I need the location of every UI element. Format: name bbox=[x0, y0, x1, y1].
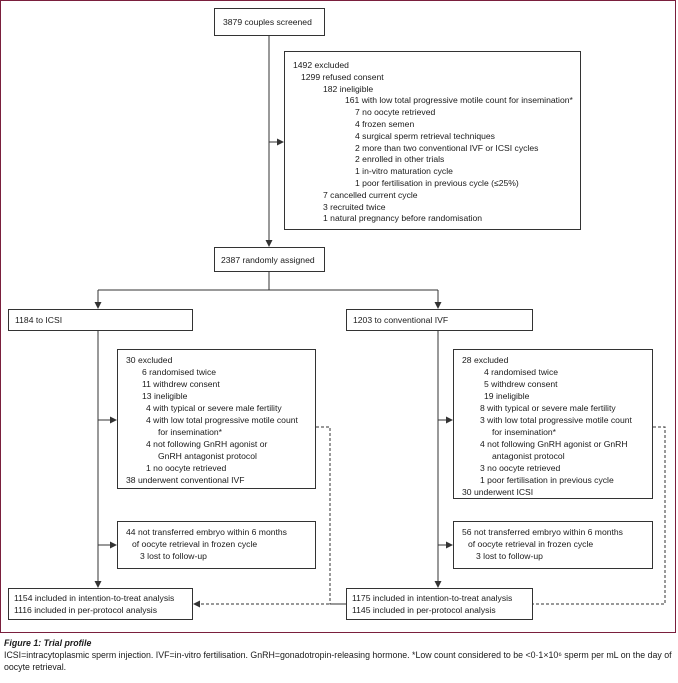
list-line: 2 enrolled in other trials bbox=[355, 154, 445, 165]
list-line: 3 lost to follow-up bbox=[476, 551, 543, 561]
list-line: 1 poor fertilisation in previous cycle (… bbox=[355, 178, 519, 188]
list-line: 11 withdrew consent bbox=[142, 379, 220, 389]
ivf-not-transferred-box: 56 not transferred embryo within 6 month… bbox=[453, 521, 653, 569]
ivf-exclusion-box: 28 excluded 4 randomised twice 5 withdrew … bbox=[453, 349, 653, 499]
list-line: 1 in-vitro maturation cycle bbox=[355, 166, 453, 177]
icsi-arm-box: 1184 to ICSI bbox=[8, 309, 193, 331]
list-line: 44 not transferred embryo within 6 month… bbox=[126, 527, 287, 537]
list-line: 4 not following GnRH agonist or bbox=[146, 439, 268, 449]
icsi-final-box: 1154 included in intention-to-treat anal… bbox=[8, 588, 193, 620]
list-line: 3 lost to follow-up bbox=[140, 551, 207, 561]
list-line: 30 underwent ICSI bbox=[462, 487, 534, 497]
randomised-box: 2387 randomly assigned bbox=[214, 247, 325, 272]
list-line: 4 with low total progressive motile coun… bbox=[146, 415, 298, 425]
list-line: 38 underwent conventional IVF bbox=[126, 475, 245, 485]
list-line: 7 cancelled current cycle bbox=[323, 189, 418, 200]
list-line: 4 with typical or severe male fertility bbox=[146, 403, 282, 413]
ivf-itt-label: 1175 included in intention-to-treat anal… bbox=[352, 593, 513, 603]
ivf-final-box: 1175 included in intention-to-treat anal… bbox=[346, 588, 533, 620]
ivf-pp-label: 1145 included in per-protocol analysis bbox=[352, 605, 496, 615]
list-line: 4 frozen semen bbox=[355, 119, 415, 129]
icsi-itt-label: 1154 included in intention-to-treat anal… bbox=[14, 593, 175, 603]
icsi-pp-label: 1116 included in per-protocol analysis bbox=[14, 605, 157, 615]
list-line: 1 poor fertilisation in previous cycle bbox=[480, 475, 614, 485]
list-line: 4 randomised twice bbox=[484, 367, 559, 377]
list-line: 3 recruited twice bbox=[323, 201, 386, 212]
dashed-crossover-icsi-to-ivf-final bbox=[316, 426, 355, 608]
list-line: 6 randomised twice bbox=[142, 367, 217, 377]
list-line: 1 natural pregnancy before randomisation bbox=[323, 213, 483, 224]
list-line: 2 more than two conventional IVF or ICSI… bbox=[355, 142, 539, 153]
list-line: 28 excluded bbox=[462, 355, 509, 365]
caption-text: ICSI=intracytoplasmic sperm injection. I… bbox=[4, 650, 672, 672]
randomised-label: 2387 randomly assigned bbox=[221, 255, 315, 265]
list-line: 182 ineligible bbox=[323, 83, 374, 94]
ivf-arm-label: 1203 to conventional IVF bbox=[353, 315, 449, 325]
icsi-exclusion-box: 30 excluded 6 randomised twice 11 withdrew… bbox=[117, 349, 316, 489]
list-line: 19 ineligible bbox=[484, 391, 530, 401]
ivf-arm-box: 1203 to conventional IVF bbox=[346, 309, 533, 331]
screened-label: 3879 couples screened bbox=[223, 17, 312, 27]
list-line: of oocyte retrieval in frozen cycle bbox=[468, 539, 594, 549]
list-line: 5 withdrew consent bbox=[484, 379, 558, 389]
screened-box: 3879 couples screened bbox=[214, 8, 325, 36]
list-line: 161 with low total progressive motile co… bbox=[345, 95, 573, 106]
icsi-arm-label: 1184 to ICSI bbox=[15, 315, 63, 325]
list-line: GnRH antagonist protocol bbox=[158, 451, 257, 461]
figure-frame bbox=[0, 0, 676, 633]
figure-caption: Figure 1: Trial profile ICSI=intracytopl… bbox=[4, 637, 674, 673]
list-line: 1299 refused consent bbox=[301, 71, 384, 82]
list-line: 13 ineligible bbox=[142, 391, 188, 401]
list-line: 3 with low total progressive motile coun… bbox=[480, 415, 632, 425]
list-line: 8 with typical or severe male fertility bbox=[480, 403, 616, 413]
list-line: 4 surgical sperm retrieval techniques bbox=[355, 130, 495, 141]
list-line: 7 no oocyte retrieved bbox=[355, 107, 436, 118]
list-line: 1 no oocyte retrieved bbox=[146, 463, 227, 473]
list-line: 3 no oocyte retrieved bbox=[480, 463, 561, 473]
icsi-not-transferred-box: 44 not transferred embryo within 6 month… bbox=[117, 521, 316, 569]
list-line: of oocyte retrieval in frozen cycle bbox=[132, 539, 258, 549]
list-line: 30 excluded bbox=[126, 355, 173, 365]
list-line: 4 not following GnRH agonist or GnRH bbox=[480, 439, 628, 449]
list-line: 1492 excluded bbox=[293, 60, 349, 70]
list-line: for insemination* bbox=[492, 427, 557, 437]
list-line: antagonist protocol bbox=[492, 451, 565, 461]
list-line: 56 not transferred embryo within 6 month… bbox=[462, 527, 623, 537]
caption-title: Figure 1: Trial profile bbox=[4, 638, 92, 648]
list-line: for insemination* bbox=[158, 427, 223, 437]
